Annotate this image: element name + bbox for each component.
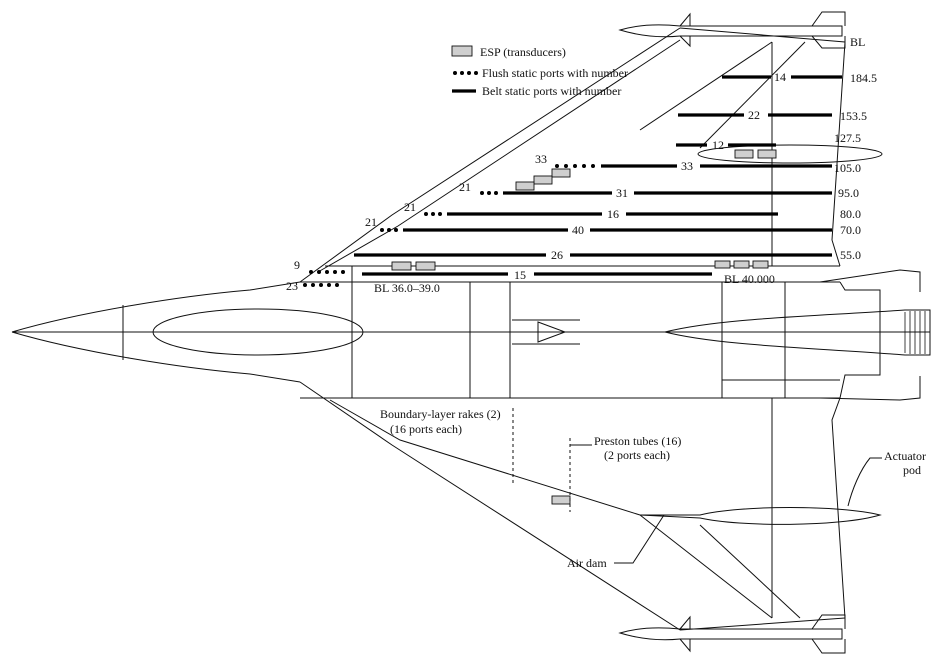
bl-station: 55.0 bbox=[840, 248, 861, 262]
nozzle-hatching bbox=[904, 311, 926, 354]
esp-box bbox=[533, 175, 553, 185]
central-bay bbox=[512, 319, 580, 345]
upper-actuator-pod bbox=[697, 144, 883, 164]
esp-box bbox=[391, 261, 412, 271]
lower-wing-diag-2 bbox=[699, 524, 801, 619]
nose-lower bbox=[11, 331, 301, 383]
preston-label-line-2: (2 ports each) bbox=[604, 448, 670, 462]
flush-row-31 bbox=[480, 191, 498, 195]
belt-number: 16 bbox=[607, 207, 619, 221]
rakes-label-line-1: Boundary-layer rakes (2) bbox=[380, 407, 501, 421]
belt-number: 15 bbox=[514, 268, 526, 282]
upper-wing-leading-edge bbox=[299, 27, 681, 283]
flush-static-ports bbox=[303, 164, 595, 287]
belt-number: 12 bbox=[712, 138, 724, 152]
esp-box bbox=[515, 181, 535, 191]
esp-box bbox=[551, 495, 571, 505]
flush-row-40 bbox=[380, 228, 398, 232]
bl-station: 153.5 bbox=[840, 109, 867, 123]
airframe-outline bbox=[11, 11, 931, 654]
flush-number: 21 bbox=[404, 200, 416, 214]
esp-box bbox=[757, 149, 777, 159]
lower-actuator-pod bbox=[639, 507, 882, 525]
engine-duct bbox=[839, 281, 881, 399]
upper-wingtip-missile bbox=[618, 11, 846, 49]
bl-station: 95.0 bbox=[838, 186, 859, 200]
lower-wing-trailing-edge bbox=[831, 397, 846, 619]
esp-transducers bbox=[391, 149, 777, 505]
actuator-label-line-1: Actuator bbox=[884, 449, 926, 463]
bl-station: 127.5 bbox=[834, 131, 861, 145]
esp-box bbox=[752, 260, 769, 269]
air-dam-label: Air dam bbox=[567, 556, 607, 570]
preston-label-line-1: Preston tubes (16) bbox=[594, 434, 681, 448]
esp-box bbox=[733, 260, 750, 269]
lower-strake-line bbox=[329, 399, 641, 516]
bl-station: 184.5 bbox=[850, 71, 877, 85]
legend-flush-label: Flush static ports with number bbox=[482, 66, 628, 80]
belt-number: 14 bbox=[774, 70, 786, 84]
bl-station: 80.0 bbox=[840, 207, 861, 221]
lower-wingtip bbox=[679, 617, 846, 631]
bl-station: 105.0 bbox=[834, 161, 861, 175]
upper-wing-diag-2 bbox=[699, 41, 806, 149]
rakes-label-line-2: (16 ports each) bbox=[390, 422, 462, 436]
lower-wing-diag-1 bbox=[639, 514, 773, 619]
actuator-leader bbox=[847, 457, 882, 507]
upper-wing-diag-1 bbox=[639, 41, 773, 131]
callout-boundary-layer-rakes: Boundary-layer rakes (2) (16 ports each) bbox=[380, 407, 514, 485]
flush-number: 23 bbox=[286, 279, 298, 293]
belt-number: 26 bbox=[551, 248, 563, 262]
bl-inboard-label: BL 36.0–39.0 bbox=[374, 281, 440, 295]
nozzle-lower-fairing bbox=[819, 376, 921, 401]
callout-air-dam: Air dam bbox=[567, 514, 665, 570]
nozzle-taper bbox=[664, 309, 931, 356]
legend-esp-label: ESP (transducers) bbox=[480, 45, 566, 59]
flush-row-16 bbox=[424, 212, 442, 216]
flush-row-23 bbox=[303, 283, 339, 287]
upper-strake-line bbox=[317, 39, 681, 273]
esp-box bbox=[714, 260, 731, 269]
flush-number: 21 bbox=[365, 215, 377, 229]
lower-wingtip-missile bbox=[618, 614, 846, 654]
esp-box bbox=[415, 261, 436, 271]
nose-upper bbox=[11, 281, 301, 333]
flush-row-9 bbox=[309, 270, 345, 274]
flush-number: 9 bbox=[294, 258, 300, 272]
flush-row-33 bbox=[555, 164, 595, 168]
flush-number: 33 bbox=[535, 152, 547, 166]
upper-wingtip bbox=[679, 27, 846, 43]
callout-actuator-pod: Actuator pod bbox=[847, 449, 926, 507]
belt-number-labels: 14 22 12 33 31 16 40 26 15 bbox=[514, 70, 786, 282]
esp-box bbox=[551, 168, 571, 178]
flush-number: 21 bbox=[459, 180, 471, 194]
bl-station: 70.0 bbox=[840, 223, 861, 237]
bl-header: BL bbox=[850, 35, 865, 49]
belt-static-ports bbox=[354, 75, 842, 276]
callout-preston-tubes: Preston tubes (16) (2 ports each) bbox=[569, 434, 681, 512]
belt-number: 40 bbox=[572, 223, 584, 237]
legend-flush-swatch bbox=[453, 71, 478, 75]
belt-number: 22 bbox=[748, 108, 760, 122]
lower-wing-leading-edge bbox=[299, 381, 681, 631]
esp-box bbox=[734, 149, 754, 159]
bl-station-labels: BL 184.5 153.5 127.5 105.0 95.0 80.0 70.… bbox=[834, 35, 877, 262]
actuator-label-line-2: pod bbox=[903, 463, 921, 477]
legend: ESP (transducers) Flush static ports wit… bbox=[451, 45, 628, 98]
upper-wing-trailing-edge bbox=[831, 41, 846, 267]
legend-belt-label: Belt static ports with number bbox=[482, 84, 621, 98]
flush-number-labels: 33 21 21 21 9 23 bbox=[286, 152, 547, 293]
bl-outboard-label: BL 40.000 bbox=[724, 272, 775, 286]
belt-number: 31 bbox=[616, 186, 628, 200]
nozzle-upper-fairing bbox=[819, 269, 921, 292]
belt-number: 33 bbox=[681, 159, 693, 173]
air-dam-leader bbox=[614, 514, 665, 564]
legend-esp-swatch bbox=[451, 45, 473, 57]
